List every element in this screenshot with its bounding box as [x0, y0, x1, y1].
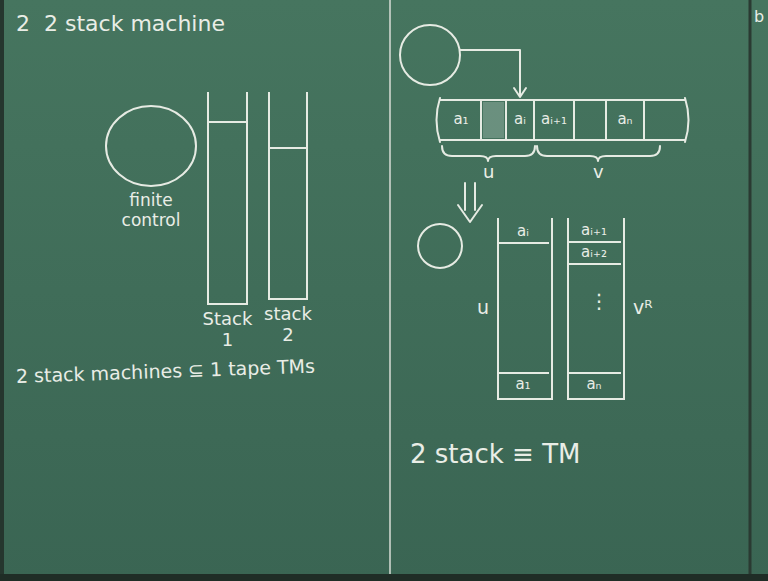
smudge	[483, 102, 504, 138]
stack-label: stack 2	[260, 304, 316, 345]
board-note: u	[483, 162, 494, 182]
panel-divider	[389, 0, 391, 574]
board-frame	[0, 0, 4, 581]
board-frame	[0, 574, 768, 581]
board-note: 2	[16, 12, 30, 36]
stack-top-level	[269, 147, 307, 149]
implies-arrow	[465, 183, 475, 210]
tape-cell: aᵢ₊₂	[567, 243, 621, 265]
stack: stack 2	[268, 92, 308, 300]
tape-cell: aᵢ	[497, 222, 549, 244]
stack-label: Stack 1	[200, 309, 256, 350]
control-circle: finite control	[105, 105, 197, 187]
implies-arrow	[458, 205, 482, 222]
stack-outline	[269, 92, 307, 299]
stack-label: vᴿ	[633, 297, 663, 319]
board-note: ⋮	[589, 290, 609, 312]
board-title: 2 stack machine	[44, 12, 225, 36]
stack-label: u	[473, 297, 489, 319]
cell-symbol: aᵢ₊₁	[541, 111, 567, 128]
control-circle	[400, 25, 460, 85]
arrow-head	[514, 88, 526, 97]
stack-outline	[568, 218, 624, 399]
tape-cell: a₁	[442, 101, 482, 139]
cell-symbol: aᵢ	[517, 223, 529, 240]
circle-outline	[106, 106, 196, 186]
tape-cell: a₁	[497, 372, 549, 396]
circle-outline	[105, 105, 197, 187]
stack-outline	[498, 218, 552, 399]
stack-top-level	[208, 121, 247, 123]
brace	[537, 146, 660, 161]
cell-symbol: a₁	[515, 376, 530, 393]
board-note: 2 stack ≡ TM	[410, 440, 580, 469]
board-note: b	[754, 8, 764, 26]
brace	[442, 146, 535, 161]
stack-outline	[207, 92, 248, 305]
tape-cell: aₙ	[605, 101, 645, 139]
panel-divider	[749, 0, 752, 574]
board-note: v	[593, 162, 604, 182]
cell-symbol: aₙ	[617, 111, 632, 128]
tape-cell: aᵢ₊₁	[567, 221, 621, 243]
tape-cell: aₙ	[567, 372, 621, 396]
head-arrow	[460, 50, 520, 95]
tape-line	[440, 100, 685, 140]
cell-symbol: a₁	[453, 111, 468, 128]
stack-outline	[208, 92, 247, 304]
stack: Stack 1	[207, 92, 248, 305]
cell-symbol: aᵢ₊₂	[581, 244, 607, 261]
cell-symbol: aᵢ	[514, 111, 526, 128]
tape-cell: aᵢ	[505, 101, 535, 139]
board-note: 2 stack machines ⊆ 1 tape TMs	[16, 356, 316, 387]
tape-end	[437, 98, 689, 142]
cell-symbol: aₙ	[586, 376, 601, 393]
tape-cell: aᵢ₊₁	[535, 101, 575, 139]
stack: uaᵢa₁	[497, 218, 553, 400]
cell-symbol: aᵢ₊₁	[581, 222, 607, 239]
control-circle	[418, 224, 462, 268]
stack-outline	[268, 92, 308, 300]
control-label: finite control	[111, 191, 191, 230]
